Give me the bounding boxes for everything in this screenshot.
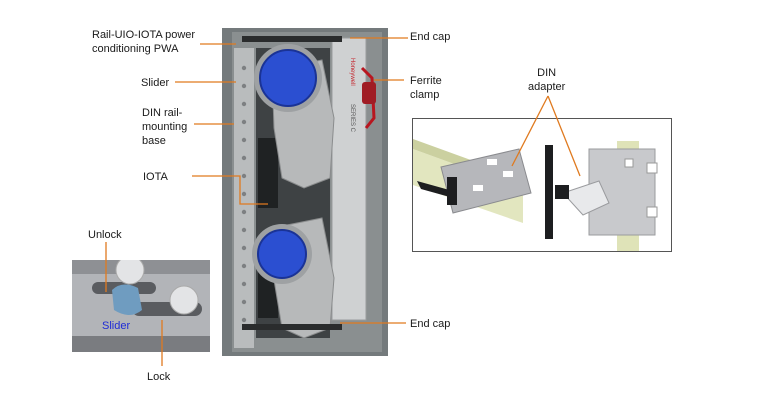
label-iota: IOTA: [143, 170, 168, 184]
label-lock: Lock: [147, 370, 170, 384]
label-unlock: Unlock: [88, 228, 122, 242]
label-end-cap-bottom: End cap: [410, 317, 450, 331]
label-din-rail-base: DIN rail- mounting base: [142, 106, 187, 148]
leader-din-adapter-right: [548, 96, 580, 176]
leader-din-adapter-left: [512, 96, 548, 166]
label-ferrite-clamp: Ferrite clamp: [410, 74, 442, 102]
label-power-pwa: Rail-UIO-IOTA power conditioning PWA: [92, 28, 195, 56]
label-end-cap-top: End cap: [410, 30, 450, 44]
label-slider: Slider: [141, 76, 169, 90]
label-din-adapter: DIN adapter: [528, 66, 565, 94]
leader-iota: [192, 176, 268, 204]
